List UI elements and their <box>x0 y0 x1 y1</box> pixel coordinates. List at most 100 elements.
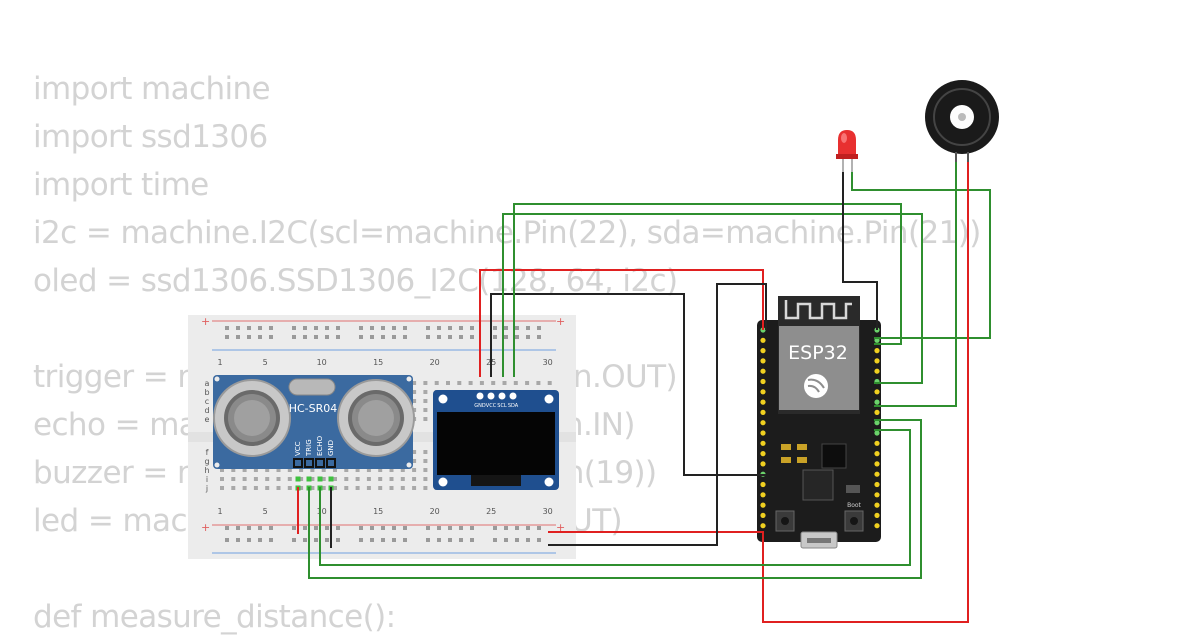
esp32-header-pin-left[interactable] <box>760 399 766 405</box>
breadboard-hole[interactable] <box>389 477 394 481</box>
wire-breadboard-ground[interactable] <box>548 283 767 546</box>
rail-hole[interactable] <box>470 526 474 530</box>
rail-hole[interactable] <box>470 335 474 339</box>
breadboard-hole[interactable] <box>366 486 371 490</box>
rail-hole[interactable] <box>336 335 340 339</box>
esp32-header-pin-left[interactable] <box>760 358 766 364</box>
sensor-pin-vcc[interactable] <box>293 458 303 468</box>
breadboard-hole[interactable] <box>253 486 258 490</box>
breadboard-hole[interactable] <box>242 468 247 472</box>
rail-hole[interactable] <box>504 526 508 530</box>
esp32-header-pin-right[interactable] <box>874 502 880 508</box>
rail-hole[interactable] <box>459 538 463 542</box>
rail-hole[interactable] <box>359 526 363 530</box>
esp32-header-pin-right[interactable] <box>874 409 880 415</box>
esp32-header-pin-left[interactable] <box>760 502 766 508</box>
breadboard-hole[interactable] <box>287 468 292 472</box>
breadboard-hole[interactable] <box>423 399 428 403</box>
rail-hole[interactable] <box>537 538 541 542</box>
rail-hole[interactable] <box>258 335 262 339</box>
breadboard-hole[interactable] <box>400 468 405 472</box>
breadboard-hole[interactable] <box>400 477 405 481</box>
breadboard-hole[interactable] <box>423 450 428 454</box>
rail-hole[interactable] <box>493 335 497 339</box>
rail-hole[interactable] <box>269 538 273 542</box>
rail-hole[interactable] <box>459 335 463 339</box>
breadboard-hole[interactable] <box>423 468 428 472</box>
rail-hole[interactable] <box>515 526 519 530</box>
esp32-header-pin-right[interactable] <box>874 348 880 354</box>
rail-hole[interactable] <box>359 335 363 339</box>
breadboard-hole[interactable] <box>355 486 360 490</box>
rail-hole[interactable] <box>314 526 318 530</box>
breadboard-hole[interactable] <box>287 477 292 481</box>
rail-hole[interactable] <box>526 326 530 330</box>
breadboard-hole[interactable] <box>389 486 394 490</box>
red-led[interactable] <box>836 130 858 172</box>
breadboard-hole[interactable] <box>412 450 417 454</box>
rail-hole[interactable] <box>247 526 251 530</box>
rail-hole[interactable] <box>236 538 240 542</box>
breadboard-hole[interactable] <box>423 417 428 421</box>
breadboard-hole[interactable] <box>310 486 315 490</box>
rail-hole[interactable] <box>258 538 262 542</box>
rail-hole[interactable] <box>236 526 240 530</box>
breadboard-hole[interactable] <box>231 468 236 472</box>
rail-hole[interactable] <box>292 526 296 530</box>
rail-hole[interactable] <box>303 326 307 330</box>
breadboard-hole[interactable] <box>231 477 236 481</box>
oled-pin-vcc[interactable] <box>487 392 495 400</box>
rail-hole[interactable] <box>459 326 463 330</box>
rail-hole[interactable] <box>515 326 519 330</box>
breadboard-hole[interactable] <box>513 381 518 385</box>
rail-hole[interactable] <box>459 526 463 530</box>
rail-hole[interactable] <box>314 335 318 339</box>
rail-hole[interactable] <box>247 335 251 339</box>
breadboard-hole[interactable] <box>310 468 315 472</box>
esp32-header-pin-right[interactable] <box>874 461 880 467</box>
breadboard-hole[interactable] <box>276 477 281 481</box>
breadboard-hole[interactable] <box>412 486 417 490</box>
rail-hole[interactable] <box>515 335 519 339</box>
rail-hole[interactable] <box>258 526 262 530</box>
breadboard-hole[interactable] <box>310 477 315 481</box>
rail-hole[interactable] <box>403 526 407 530</box>
esp32-boot-button[interactable] <box>844 510 864 532</box>
buzzer[interactable] <box>925 80 999 162</box>
breadboard-hole[interactable] <box>321 468 326 472</box>
rail-hole[interactable] <box>269 326 273 330</box>
rail-hole[interactable] <box>526 335 530 339</box>
breadboard-hole[interactable] <box>321 477 326 481</box>
rail-hole[interactable] <box>325 335 329 339</box>
wire-buzzer-power[interactable] <box>762 162 969 623</box>
esp32-board[interactable]: ESP32 Boot <box>757 296 881 549</box>
rail-hole[interactable] <box>504 335 508 339</box>
breadboard-hole[interactable] <box>287 486 292 490</box>
breadboard-hole[interactable] <box>366 468 371 472</box>
breadboard-hole[interactable] <box>536 381 541 385</box>
breadboard-hole[interactable] <box>400 486 405 490</box>
esp32-header-pin-right[interactable] <box>874 389 880 395</box>
breadboard-hole[interactable] <box>378 468 383 472</box>
esp32-header-pin-right[interactable] <box>874 440 880 446</box>
rail-hole[interactable] <box>325 538 329 542</box>
rail-hole[interactable] <box>426 538 430 542</box>
breadboard-hole[interactable] <box>423 477 428 481</box>
breadboard-hole[interactable] <box>333 477 337 481</box>
breadboard-hole[interactable] <box>231 486 236 490</box>
rail-hole[interactable] <box>381 326 385 330</box>
wire-buzzer-signal[interactable] <box>874 162 957 407</box>
breadboard-hole[interactable] <box>412 477 417 481</box>
sensor-pins[interactable] <box>293 458 336 468</box>
oled-pin-scl[interactable] <box>498 392 506 400</box>
rail-hole[interactable] <box>370 538 374 542</box>
esp32-header-pin-right[interactable] <box>874 523 880 529</box>
rail-hole[interactable] <box>504 326 508 330</box>
rail-hole[interactable] <box>470 538 474 542</box>
rail-hole[interactable] <box>336 526 340 530</box>
breadboard-hole[interactable] <box>276 486 281 490</box>
breadboard-hole[interactable] <box>479 381 484 385</box>
breadboard-hole[interactable] <box>366 477 371 481</box>
rail-hole[interactable] <box>392 526 396 530</box>
